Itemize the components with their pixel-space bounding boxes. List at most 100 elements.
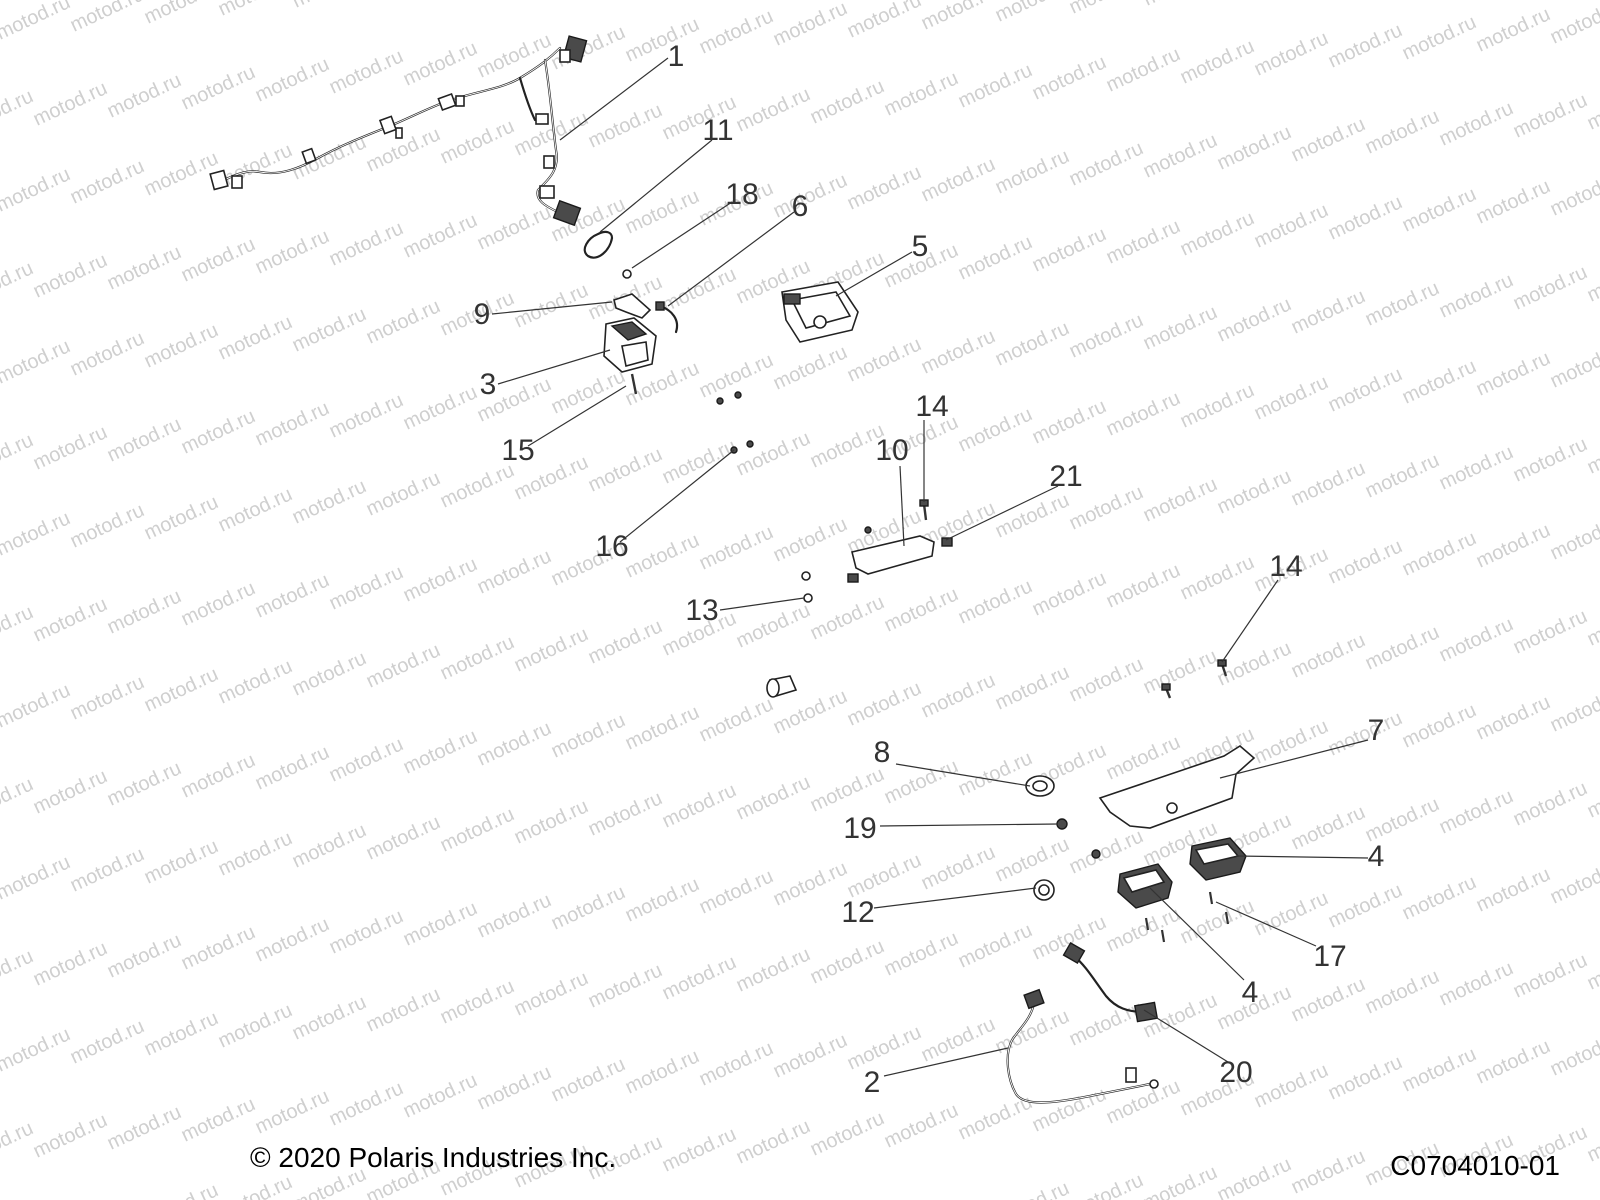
watermark-text: motod.ru	[1103, 903, 1184, 956]
watermark-text: motod.ru	[511, 623, 592, 676]
callout-15: 15	[501, 434, 534, 467]
leader-line	[945, 485, 1059, 541]
leader-line	[879, 823, 1059, 827]
nut-part-19	[1056, 818, 1068, 830]
watermark-text: motod.ru	[955, 575, 1036, 628]
callout-labels: 1 11 18 6 5 9 3 15 16 14 10 21 13 14 7 8…	[474, 40, 1385, 1099]
watermark-text: motod.ru	[807, 591, 888, 644]
watermark-text: motod.ru	[326, 1077, 407, 1130]
callout-1: 1	[668, 40, 685, 73]
watermark-text: motod.ru	[1510, 89, 1591, 142]
watermark-text: motod.ru	[178, 749, 259, 802]
clamp-part-12	[1033, 879, 1055, 901]
watermark-text: motod.ru	[1547, 855, 1600, 908]
watermark-text: motod.ru	[363, 467, 444, 520]
watermark-text: motod.ru	[67, 671, 148, 724]
watermark-text: motod.ru	[1510, 433, 1591, 486]
watermark-text: motod.ru	[548, 1053, 629, 1106]
watermark-text: motod.ru	[1029, 1083, 1110, 1136]
watermark-text: motod.ru	[326, 733, 407, 786]
watermark-text: motod.ru	[1473, 1035, 1554, 1088]
leader-line	[719, 597, 805, 611]
watermark-text: motod.ru	[622, 701, 703, 754]
watermark-text: motod.ru	[326, 905, 407, 958]
watermark-text: motod.ru	[30, 421, 111, 474]
watermark-text: motod.ru	[1214, 293, 1295, 346]
watermark-text: motod.ru	[992, 317, 1073, 370]
watermark-text: motod.ru	[326, 45, 407, 98]
callout-5: 5	[912, 230, 929, 263]
watermark-text: motod.ru	[881, 755, 962, 808]
callout-2: 2	[864, 1066, 881, 1099]
watermark-text: motod.ru	[0, 0, 74, 45]
watermark-text: motod.ru	[215, 0, 296, 21]
watermark-text: motod.ru	[1325, 707, 1406, 760]
watermark-text: motod.ru	[696, 865, 777, 918]
watermark-text: motod.ru	[844, 1021, 925, 1074]
watermark-text: motod.ru	[955, 59, 1036, 112]
watermark-text: motod.ru	[1288, 285, 1369, 338]
watermark-text: motod.ru	[30, 937, 111, 990]
watermark-text: motod.ru	[1029, 567, 1110, 620]
watermark-text: motod.ru	[178, 1093, 259, 1146]
watermark-text: motod.ru	[215, 483, 296, 536]
leader-line	[491, 301, 613, 315]
callout-8: 8	[874, 736, 891, 769]
callout-19: 19	[843, 812, 876, 845]
leader-line	[631, 201, 733, 269]
watermark-text: motod.ru	[1399, 699, 1480, 752]
watermark-text: motod.ru	[437, 115, 518, 168]
watermark-text: motod.ru	[992, 489, 1073, 542]
watermark-text: motod.ru	[955, 231, 1036, 284]
watermark-text: motod.ru	[1510, 777, 1591, 830]
watermark-text: motod.ru	[1140, 645, 1221, 698]
watermark-text: motod.ru	[511, 279, 592, 332]
watermark-text: motod.ru	[0, 1023, 74, 1076]
watermark-text: motod.ru	[30, 1109, 111, 1162]
watermark-text: motod.ru	[696, 693, 777, 746]
watermark-text: motod.ru	[289, 647, 370, 700]
watermark-text: motod.ru	[881, 583, 962, 636]
watermark-text: motod.ru	[178, 61, 259, 114]
watermark-text: motod.ru	[400, 553, 481, 606]
watermark-text: motod.ru	[585, 787, 666, 840]
callout-3: 3	[480, 368, 497, 401]
watermark-text: motod.ru	[141, 319, 222, 372]
watermark-text: motod.ru	[659, 263, 740, 316]
watermark-text: motod.ru	[733, 599, 814, 652]
watermark-text: motod.ru	[1288, 1145, 1369, 1198]
watermark-text: motod.ru	[1436, 957, 1517, 1010]
watermark-text: motod.ru	[326, 217, 407, 270]
watermark-text: motod.ru	[141, 491, 222, 544]
watermark-text: motod.ru	[770, 1029, 851, 1082]
watermark-text: motod.ru	[1399, 11, 1480, 64]
callout-7: 7	[1368, 714, 1385, 747]
leader-line	[1221, 579, 1279, 663]
ecu-module-part-5	[781, 281, 859, 343]
watermark-text: motod.ru	[1214, 465, 1295, 518]
watermark-text: motod.ru	[585, 99, 666, 152]
watermark-text: motod.ru	[955, 919, 1036, 972]
watermark-text: motod.ru	[289, 475, 370, 528]
connector-lead-part-20	[1062, 941, 1159, 1023]
callout-14-lower: 14	[1269, 550, 1302, 583]
watermark-text: motod.ru	[1399, 527, 1480, 580]
watermark-text: motod.ru	[881, 1099, 962, 1152]
watermark-text: motod.ru	[1177, 207, 1258, 260]
watermark-text: motod.ru	[474, 889, 555, 942]
watermark-text: motod.ru	[548, 881, 629, 934]
watermark-text: motod.ru	[104, 69, 185, 122]
watermark-text: motod.ru	[252, 225, 333, 278]
watermark-text: motod.ru	[1362, 105, 1443, 158]
watermark-text: motod.ru	[1473, 863, 1554, 916]
bolt-part-14-upper	[919, 499, 929, 521]
watermark-text: motod.ru	[252, 913, 333, 966]
leader-line	[895, 763, 1031, 787]
watermark-text: motod.ru	[215, 999, 296, 1052]
watermark-text: motod.ru	[1362, 277, 1443, 330]
watermark-text: motod.ru	[622, 529, 703, 582]
watermark-text: motod.ru	[1288, 973, 1369, 1026]
watermark-text: motod.ru	[1140, 301, 1221, 354]
watermark-text: motod.ru	[733, 943, 814, 996]
